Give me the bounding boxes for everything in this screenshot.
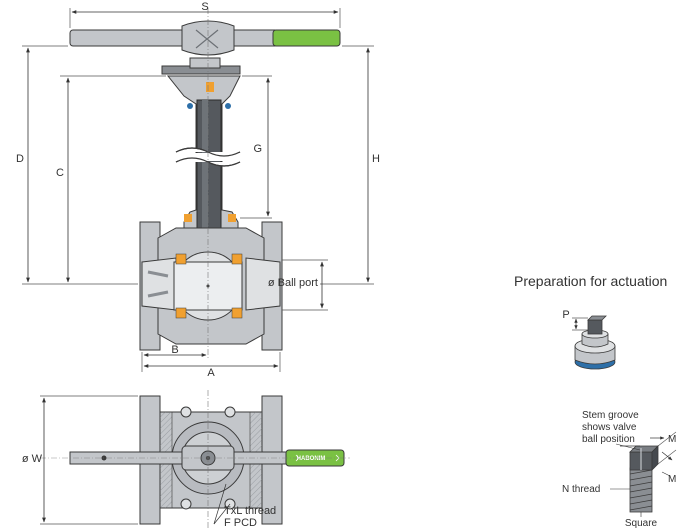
stem-groove-line1: Stem groove [582, 410, 639, 421]
dim-d-label: D [16, 153, 24, 165]
actuation-section: Preparation for actuation P Stem g [514, 273, 676, 529]
logo-text: HABONIM [297, 456, 326, 462]
n-thread-label: N thread [562, 484, 600, 495]
dim-a-label: A [207, 367, 215, 379]
dim-c-label: C [56, 167, 64, 179]
seat-orange [175, 253, 187, 265]
dim-s-label: S [201, 1, 208, 13]
txl-thread-label: TxL thread [224, 505, 276, 517]
stem-nut [189, 57, 221, 69]
top-view: HABONIM ø W TxL thread F PCD [22, 390, 350, 529]
dim-h-label: H [372, 153, 380, 165]
dim-m-bottom-label: M [668, 474, 676, 485]
handle-grip-green [272, 29, 341, 47]
f-pcd-label: F PCD [224, 517, 257, 529]
left-port [141, 257, 177, 311]
bolt-hole [180, 406, 192, 418]
dim-ball-port-label: ø Ball port [268, 277, 318, 289]
stem-packing [206, 82, 214, 92]
stem-groove-line3: ball position [582, 434, 635, 445]
dim-w-label: ø W [22, 453, 43, 465]
stem-top-detail: P [562, 309, 616, 370]
side-view: S D C G H ø Ball port B A [16, 1, 380, 379]
actuation-title: Preparation for actuation [514, 273, 667, 289]
dim-g-label: G [253, 143, 262, 155]
square-label: Square [625, 518, 658, 529]
right-port [245, 257, 281, 311]
dim-b-label: B [171, 344, 178, 356]
stem-seal-blue [187, 103, 193, 109]
stem-square [587, 319, 603, 335]
valve-body [139, 221, 283, 351]
dim-p-label: P [562, 309, 569, 321]
stem-groove-line2: shows valve [582, 422, 637, 433]
handle-lever [69, 20, 341, 56]
dim-m-top-label: M [668, 434, 676, 445]
extended-stem [196, 99, 222, 246]
stem-square-detail: Stem groove shows valve ball position M … [562, 410, 676, 529]
